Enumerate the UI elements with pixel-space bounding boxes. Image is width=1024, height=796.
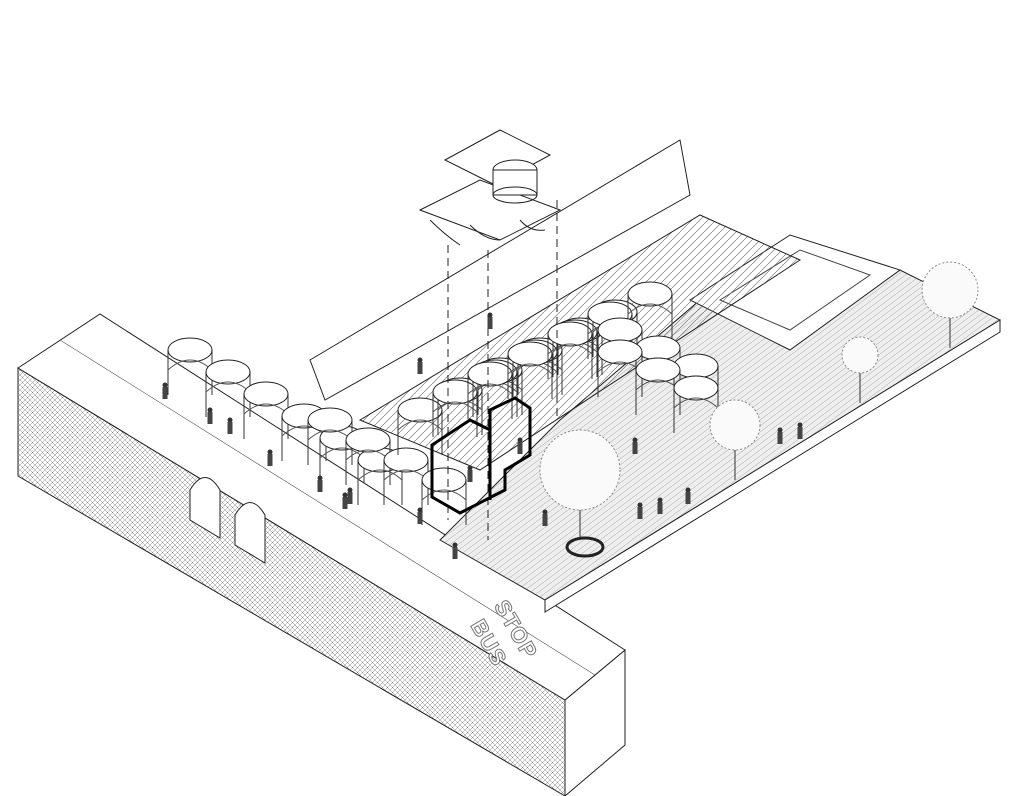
person (227, 417, 233, 434)
person (657, 497, 663, 514)
person (342, 492, 348, 509)
person (267, 449, 273, 466)
person (347, 487, 353, 504)
person (632, 437, 638, 454)
person (517, 437, 523, 454)
person (467, 465, 473, 482)
tree (539, 429, 621, 540)
person (207, 407, 213, 424)
person (487, 312, 493, 329)
person (637, 502, 643, 519)
canopy-module (627, 281, 673, 339)
canopy-module (397, 397, 443, 455)
person (452, 542, 458, 559)
person (777, 427, 783, 444)
person (797, 422, 803, 439)
canopy-module (432, 379, 478, 437)
canopy-module (383, 447, 429, 505)
person (417, 357, 423, 374)
canopy-module (243, 381, 289, 439)
people (162, 312, 803, 559)
tree (709, 399, 761, 480)
tree (921, 261, 979, 348)
person (542, 509, 548, 526)
highlighted-unit (430, 396, 532, 515)
retaining-wall (17, 313, 626, 796)
canopy-module (421, 467, 467, 525)
tree (841, 336, 879, 403)
canopy-module (507, 341, 553, 399)
exploded-module (418, 129, 562, 540)
person (417, 507, 423, 524)
person (162, 382, 168, 399)
market-canopy (167, 281, 719, 525)
person (317, 475, 323, 492)
tree-planter (565, 536, 605, 558)
trees (539, 261, 979, 558)
person (685, 487, 691, 504)
